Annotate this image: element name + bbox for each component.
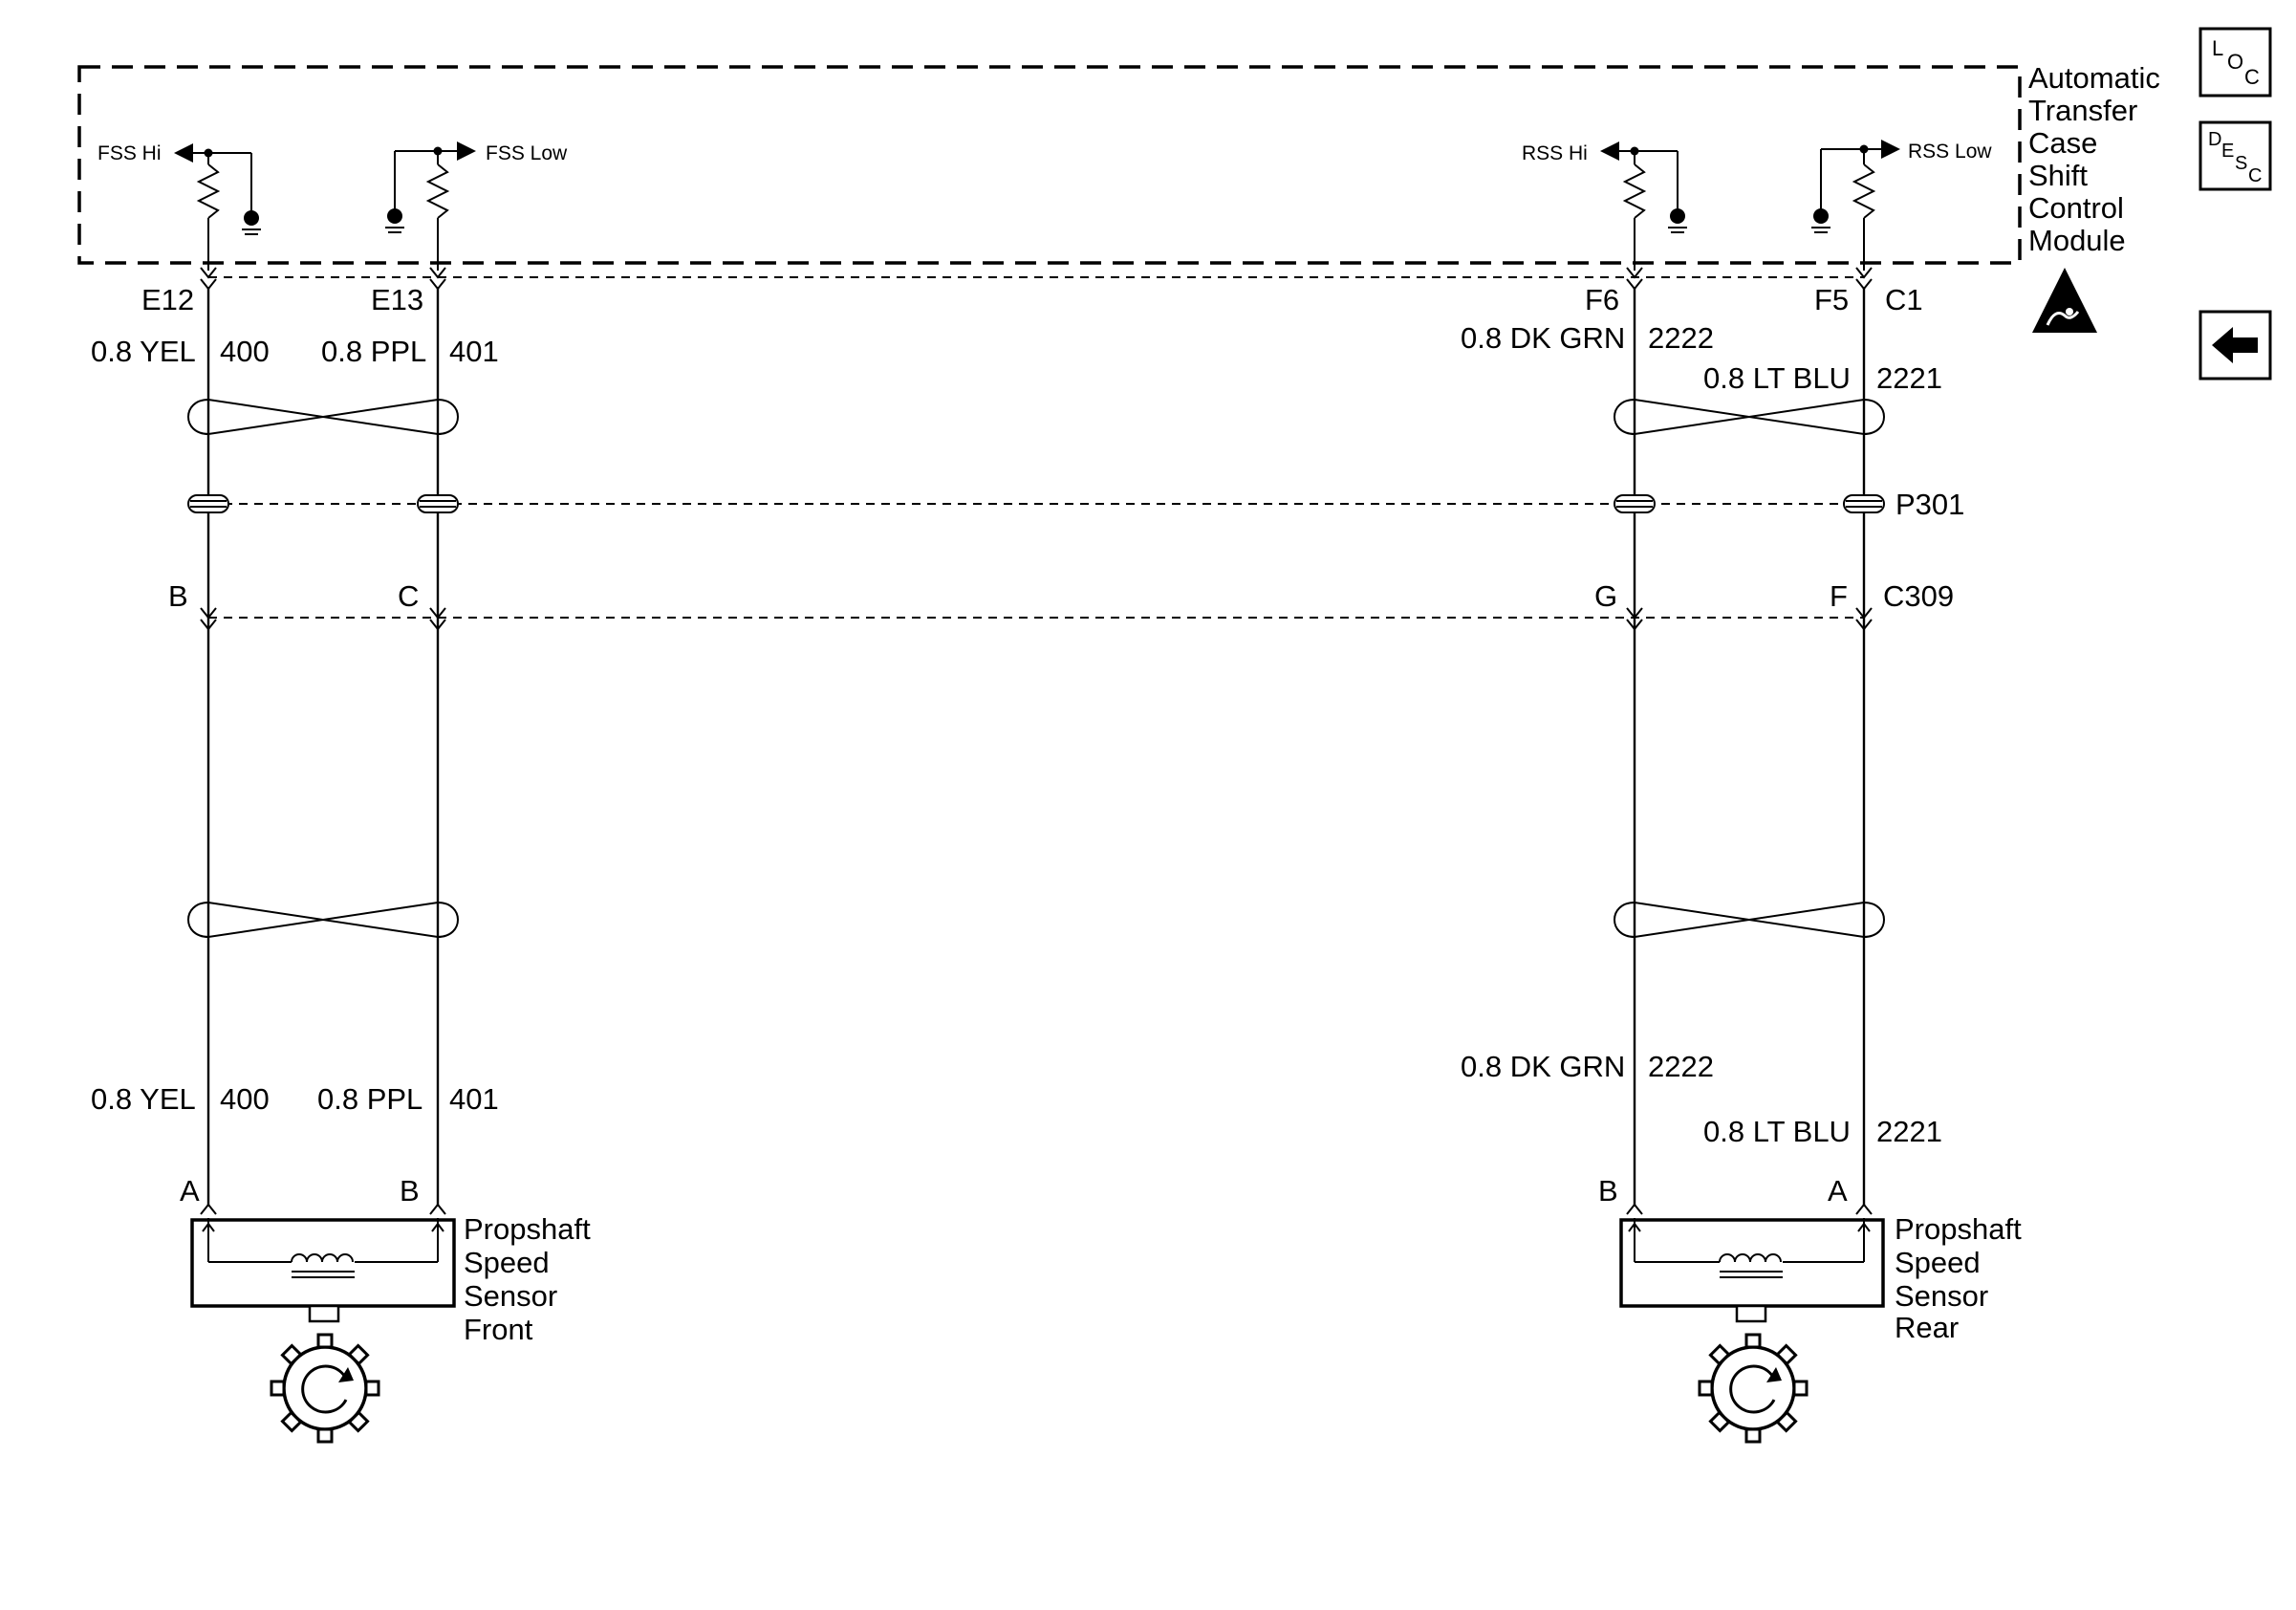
splice-p301-label: P301: [1895, 488, 1964, 521]
lower-wire-labels: 0.8 YEL 400 0.8 PPL 401 0.8 DK GRN 2222 …: [91, 1050, 1942, 1148]
p301-splice: P301: [187, 488, 1964, 521]
rear-reluctor-wheel: [1698, 1333, 1809, 1444]
module-name-line-4: Shift: [2028, 159, 2088, 192]
pin-e13: E13: [371, 283, 423, 316]
pin-g-c309: G: [1594, 579, 1617, 613]
desc-letter-e: E: [2221, 141, 2234, 162]
location-button[interactable]: L O C: [2199, 27, 2272, 98]
rear-speed-sensor: B A Propshaft Speed Sensor Rear: [1598, 1174, 2022, 1344]
description-button[interactable]: D E S C: [2199, 120, 2272, 191]
rss-hi-label: RSS Hi: [1522, 142, 1588, 164]
loc-letter-c: C: [2244, 65, 2260, 89]
module-name-line-1: Automatic: [2028, 61, 2160, 95]
rss-hi-circuit: RSS Hi: [1522, 141, 1687, 271]
rss-low-label: RSS Low: [1908, 141, 1992, 163]
wire-2221-circuit-upper: 2221: [1876, 361, 1942, 395]
twisted-pair-rear-upper: [1614, 398, 1885, 436]
wire-400-circuit-upper: 400: [220, 335, 270, 368]
control-module: Automatic Transfer Case Shift Control Mo…: [77, 61, 2160, 265]
esd-warning-icon: [2032, 268, 2097, 333]
wire-2221-color-upper: 0.8 LT BLU: [1703, 361, 1851, 395]
pin-c-c309: C: [398, 579, 419, 613]
pin-e12: E12: [141, 283, 194, 316]
front-sensor-pin-a: A: [180, 1174, 200, 1208]
wire-401-color-upper: 0.8 PPL: [321, 335, 426, 368]
wire-2222-color-lower: 0.8 DK GRN: [1461, 1050, 1625, 1083]
front-sensor-name-4: Front: [464, 1313, 533, 1346]
fss-hi-label: FSS Hi: [97, 142, 162, 164]
wire-401-color-lower: 0.8 PPL: [317, 1082, 422, 1116]
front-sensor-name-1: Propshaft: [464, 1212, 591, 1246]
module-name-line-2: Transfer: [2028, 94, 2137, 127]
back-button[interactable]: [2199, 310, 2272, 381]
pin-f-c309: F: [1830, 579, 1848, 613]
wire-2222-color-upper: 0.8 DK GRN: [1461, 321, 1625, 355]
front-speed-sensor: A B Propshaft Speed Sensor Front: [180, 1174, 591, 1346]
pin-f5: F5: [1814, 283, 1849, 316]
rear-sensor-name-2: Speed: [1895, 1246, 1981, 1279]
wire-2222-circuit-upper: 2222: [1648, 321, 1714, 355]
front-sensor-pin-b: B: [400, 1174, 420, 1208]
wire-401-circuit-upper: 401: [449, 335, 499, 368]
upper-wire-labels: 0.8 YEL 400 0.8 PPL 401 0.8 DK GRN 2222 …: [91, 321, 1942, 395]
wire-2221-circuit-lower: 2221: [1876, 1115, 1942, 1148]
wire-2222-circuit-lower: 2222: [1648, 1050, 1714, 1083]
fss-low-label: FSS Low: [486, 142, 568, 164]
rear-sensor-name-3: Sensor: [1895, 1279, 1988, 1313]
rear-sensor-name-4: Rear: [1895, 1311, 1959, 1344]
twisted-pair-front-lower: [187, 901, 459, 939]
loc-letter-l: L: [2212, 36, 2223, 60]
twisted-pair-front-upper: [187, 398, 459, 436]
rss-low-circuit: RSS Low: [1811, 140, 1992, 271]
front-sensor-name-3: Sensor: [464, 1279, 557, 1313]
wire-400-color-upper: 0.8 YEL: [91, 335, 196, 368]
wire-runs: [206, 289, 1866, 1207]
desc-letter-s: S: [2235, 153, 2247, 174]
fss-hi-circuit: FSS Hi: [97, 142, 261, 271]
c1-connector: E12 E13 F6 F5 C1: [141, 267, 1923, 316]
rear-sensor-name-1: Propshaft: [1895, 1212, 2022, 1246]
rear-sensor-pin-a: A: [1828, 1174, 1848, 1208]
front-reluctor-wheel: [270, 1333, 380, 1444]
wire-400-circuit-lower: 400: [220, 1082, 270, 1116]
loc-letter-o: O: [2227, 50, 2243, 74]
connector-c1: C1: [1885, 283, 1923, 316]
module-name-line-6: Module: [2028, 224, 2126, 257]
front-sensor-name-2: Speed: [464, 1246, 550, 1279]
left-arrow-icon: [2212, 327, 2258, 363]
module-name-line-5: Control: [2028, 191, 2124, 225]
desc-letter-d: D: [2208, 129, 2221, 150]
twisted-pair-rear-lower: [1614, 901, 1885, 939]
rear-sensor-pin-b: B: [1598, 1174, 1618, 1208]
pin-b-c309: B: [168, 579, 188, 613]
module-name-line-3: Case: [2028, 126, 2097, 160]
wire-2221-color-lower: 0.8 LT BLU: [1703, 1115, 1851, 1148]
wire-400-color-lower: 0.8 YEL: [91, 1082, 196, 1116]
c309-connector: B C G F C309: [168, 579, 1954, 631]
fss-low-circuit: FSS Low: [385, 141, 568, 271]
pin-f6: F6: [1585, 283, 1619, 316]
desc-letter-c: C: [2248, 165, 2262, 186]
connector-c309-label: C309: [1883, 579, 1954, 613]
wire-401-circuit-lower: 401: [449, 1082, 499, 1116]
